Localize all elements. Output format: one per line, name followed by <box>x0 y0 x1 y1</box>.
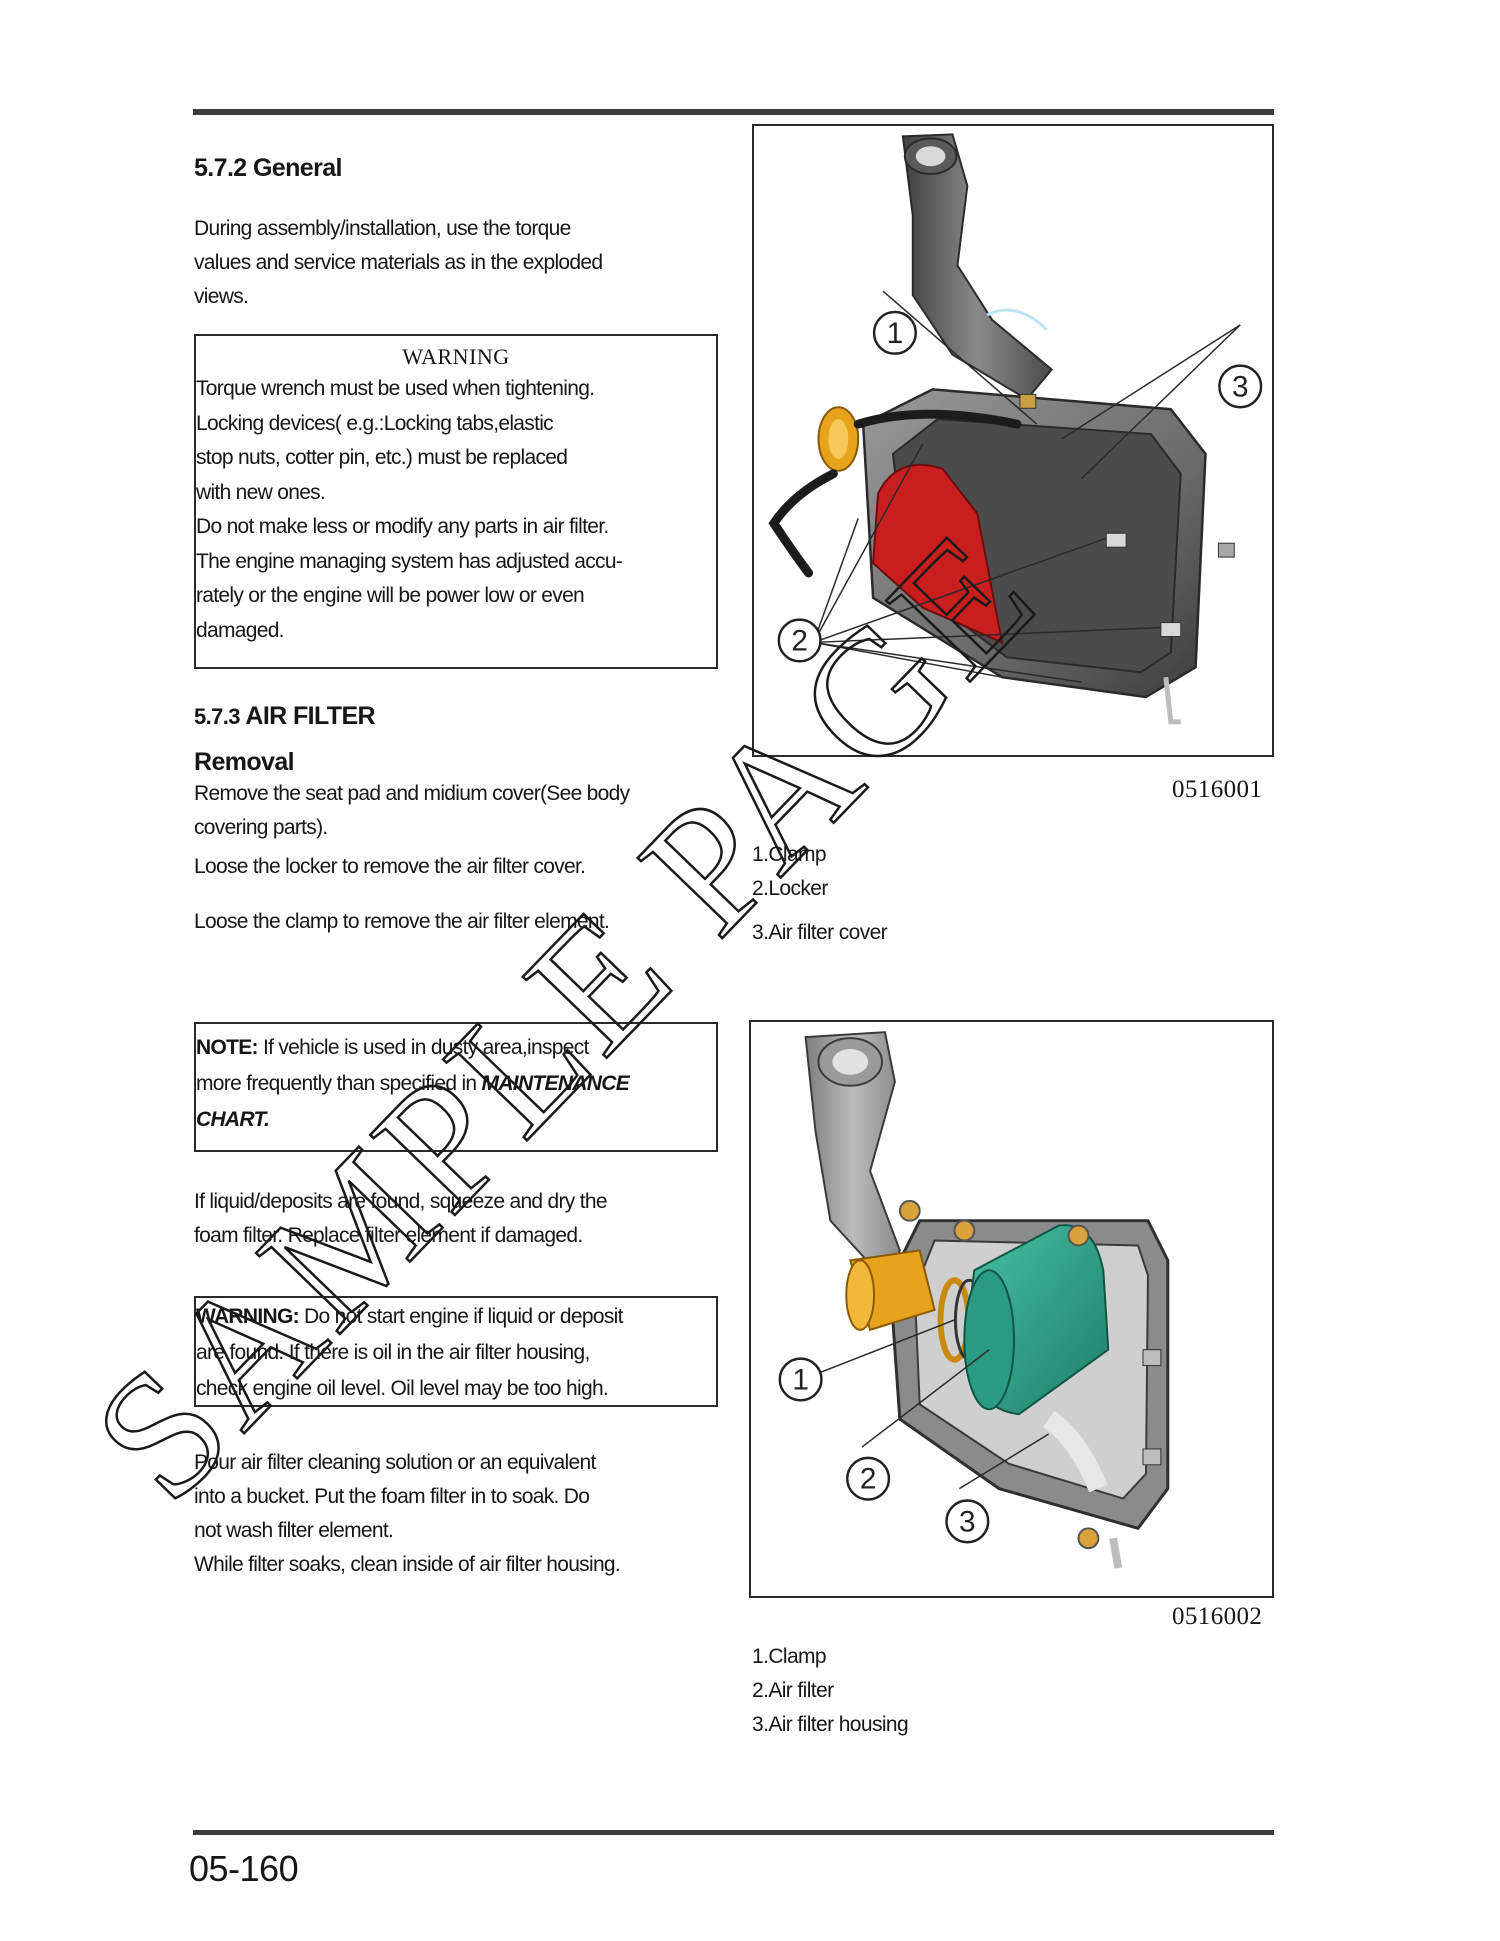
figure-2-callout-3: 3 <box>945 1499 990 1544</box>
figure-2-air-filter-housing: 1 2 3 <box>749 1020 1274 1598</box>
warning2-line-1: Do not start engine if liquid or deposit <box>298 1305 623 1328</box>
note-line-1: If vehicle is used in dusty area,inspect <box>257 1036 589 1059</box>
text-line: not wash filter element. <box>194 1519 394 1542</box>
figure-2-callout-2: 2 <box>846 1456 891 1501</box>
text-line: foam filter. Replace filter element if d… <box>194 1224 583 1247</box>
text-line: values and service materials as in the e… <box>194 251 603 274</box>
note-emphasis-1: MAINTENANCE <box>481 1072 630 1095</box>
text-line: rately or the engine will be power low o… <box>196 584 585 607</box>
intake-duct-shape <box>901 133 1054 401</box>
svg-text:1: 1 <box>792 1363 809 1396</box>
filter-element-red-shape <box>872 463 1004 645</box>
text-line: The engine managing system has adjusted … <box>196 549 623 573</box>
figure-1-callout-1: 1 <box>872 310 917 355</box>
removal-steps: Remove the seat pad and midium cover(See… <box>194 777 630 939</box>
section-heading-general: 5.7.2 General <box>194 154 342 182</box>
svg-text:1: 1 <box>887 317 904 350</box>
figure-2-legend: 1.Clamp 2.Air filter 3.Air filter housin… <box>752 1640 909 1742</box>
warning-title: WARNING <box>402 344 510 369</box>
figure-1-number: 0516001 <box>1172 776 1263 803</box>
text-line: Loose the locker to remove the air filte… <box>194 855 586 878</box>
text-line: Loose the clamp to remove the air filter… <box>194 910 610 933</box>
text-line: views. <box>194 285 249 308</box>
text-line: During assembly/installation, use the to… <box>194 217 571 240</box>
figure-1-callout-2: 2 <box>777 618 822 663</box>
note-label: NOTE: <box>196 1036 259 1059</box>
legend-item: 1.Clamp <box>752 1645 827 1668</box>
page-number: 05-160 <box>189 1848 299 1889</box>
legend-item: 2.Air filter <box>752 1679 834 1702</box>
warning2-line-2: are found. If there is oil in the air fi… <box>196 1341 590 1364</box>
text-line: covering parts). <box>194 816 328 839</box>
text-line: stop nuts, cotter pin, etc.) must be rep… <box>196 446 568 469</box>
cleaning-text: Pour air filter cleaning solution or an … <box>194 1446 621 1582</box>
figure-2-callout-1: 1 <box>778 1357 823 1402</box>
note-box: NOTE: If vehicle is used in dusty area,i… <box>194 1022 718 1152</box>
text-line: with new ones. <box>196 480 326 504</box>
warning2-text: WARNING: Do not start engine if liquid o… <box>196 1299 716 1407</box>
footer-rule <box>193 1830 1274 1835</box>
text-line: If liquid/deposits are found, squeeze an… <box>194 1190 608 1213</box>
subheading-removal: Removal <box>194 748 295 776</box>
note-emphasis-2: CHART. <box>196 1108 270 1131</box>
text-line: Do not make less or modify any parts in … <box>196 515 609 538</box>
figure-2-illustration: 1 2 3 <box>778 1031 1170 1569</box>
text-line: Torque wrench must be used when tighteni… <box>196 377 595 400</box>
section-heading-air-filter: 5.7.3 AIR FILTER <box>194 702 376 731</box>
text-line: Pour air filter cleaning solution or an … <box>194 1451 596 1474</box>
text-line: Remove the seat pad and midium cover(See… <box>194 782 630 805</box>
text-line: While filter soaks, clean inside of air … <box>194 1553 621 1576</box>
svg-text:2: 2 <box>791 624 808 657</box>
svg-text:3: 3 <box>959 1505 976 1538</box>
note-text: NOTE: If vehicle is used in dusty area,i… <box>196 1030 716 1138</box>
text-line: Locking devices( e.g.:Locking tabs,elast… <box>196 411 554 435</box>
figure-1-illustration: 1 3 2 <box>768 133 1263 725</box>
figure-2-number: 0516002 <box>1172 1603 1263 1630</box>
text-line: into a bucket. Put the foam filter in to… <box>194 1485 590 1508</box>
legend-item: 3.Air filter housing <box>752 1713 909 1736</box>
section-title: AIR FILTER <box>245 702 375 730</box>
warning-box: WARNING Torque wrench must be used when … <box>194 334 718 669</box>
note-line-2: more frequently than specified in <box>196 1072 482 1095</box>
general-intro: During assembly/installation, use the to… <box>194 212 603 314</box>
legend-item: 1.Clamp <box>752 843 827 866</box>
section-number: 5.7.3 <box>194 704 241 729</box>
warning2-line-3: check engine oil level. Oil level may be… <box>196 1377 609 1400</box>
liquid-text: If liquid/deposits are found, squeeze an… <box>194 1185 608 1253</box>
legend-item: 3.Air filter cover <box>752 921 888 944</box>
svg-text:2: 2 <box>860 1463 877 1496</box>
warning-box-2: WARNING: Do not start engine if liquid o… <box>194 1296 718 1407</box>
header-rule <box>193 109 1274 115</box>
figure-1-air-filter-cover: 1 3 2 <box>752 124 1274 757</box>
svg-text:3: 3 <box>1232 370 1249 403</box>
text-line: damaged. <box>196 618 285 642</box>
warning-lines: Torque wrench must be used when tighteni… <box>196 372 716 648</box>
warning2-label: WARNING: <box>196 1305 300 1328</box>
legend-item: 2.Locker <box>752 877 828 900</box>
intake-duct-shape-2 <box>804 1031 901 1282</box>
figure-1-callout-3: 3 <box>1218 364 1263 409</box>
figure-1-legend: 1.Clamp 2.Locker 3.Air filter cover <box>752 838 888 950</box>
